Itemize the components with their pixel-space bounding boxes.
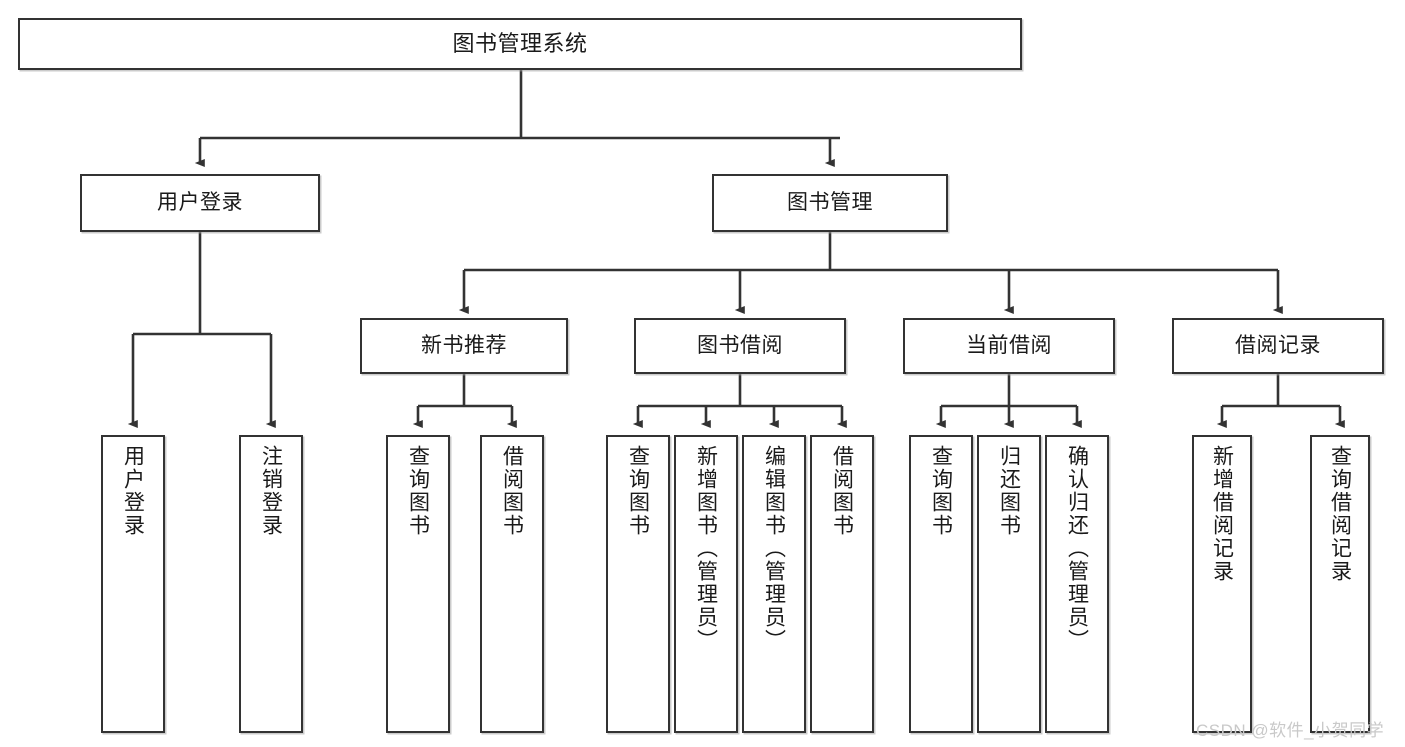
node-label: 注销登录 (259, 445, 283, 537)
node-label: 借阅记录 (1235, 334, 1321, 358)
node-label: 图书管理系统 (452, 30, 588, 56)
leaf-borrow-book[interactable]: 借阅图书 (810, 435, 874, 733)
node-label: 查询借阅记录 (1328, 445, 1352, 583)
leaf-query-book-current[interactable]: 查询图书 (909, 435, 973, 733)
node-label: 新增图书（管理员） (694, 445, 718, 652)
node-label: 新增借阅记录 (1210, 445, 1234, 583)
node-new-book-recommend[interactable]: 新书推荐 (360, 318, 568, 374)
node-label: 用户登录 (157, 191, 243, 215)
node-label: 用户登录 (121, 445, 145, 537)
leaf-confirm-return-admin[interactable]: 确认归还（管理员） (1045, 435, 1109, 733)
csdn-watermark: CSDN @软件_小贺同学 (1196, 721, 1385, 740)
leaf-query-book-recommend[interactable]: 查询图书 (386, 435, 450, 733)
leaf-query-borrow-record[interactable]: 查询借阅记录 (1310, 435, 1370, 733)
leaf-user-login[interactable]: 用户登录 (101, 435, 165, 733)
leaf-add-borrow-record[interactable]: 新增借阅记录 (1192, 435, 1252, 733)
node-label: 图书管理 (787, 191, 873, 215)
node-label: 借阅图书 (830, 445, 854, 537)
leaf-logout[interactable]: 注销登录 (239, 435, 303, 733)
node-book-borrow[interactable]: 图书借阅 (634, 318, 846, 374)
node-book-management-system[interactable]: 图书管理系统 (18, 18, 1022, 70)
node-current-borrow[interactable]: 当前借阅 (903, 318, 1115, 374)
leaf-edit-book-admin[interactable]: 编辑图书（管理员） (742, 435, 806, 733)
node-borrow-record[interactable]: 借阅记录 (1172, 318, 1384, 374)
node-label: 查询图书 (929, 445, 953, 537)
node-label: 图书借阅 (697, 334, 783, 358)
node-label: 编辑图书（管理员） (762, 445, 786, 652)
node-label: 新书推荐 (421, 334, 507, 358)
node-book-management[interactable]: 图书管理 (712, 174, 948, 232)
node-label: 查询图书 (406, 445, 430, 537)
leaf-borrow-book-recommend[interactable]: 借阅图书 (480, 435, 544, 733)
node-label: 确认归还（管理员） (1065, 445, 1089, 652)
node-label: 查询图书 (626, 445, 650, 537)
leaf-add-book-admin[interactable]: 新增图书（管理员） (674, 435, 738, 733)
node-label: 借阅图书 (500, 445, 524, 537)
leaf-return-book[interactable]: 归还图书 (977, 435, 1041, 733)
node-label: 归还图书 (997, 445, 1021, 537)
node-user-login[interactable]: 用户登录 (80, 174, 320, 232)
node-label: 当前借阅 (966, 334, 1052, 358)
leaf-query-book-borrow[interactable]: 查询图书 (606, 435, 670, 733)
